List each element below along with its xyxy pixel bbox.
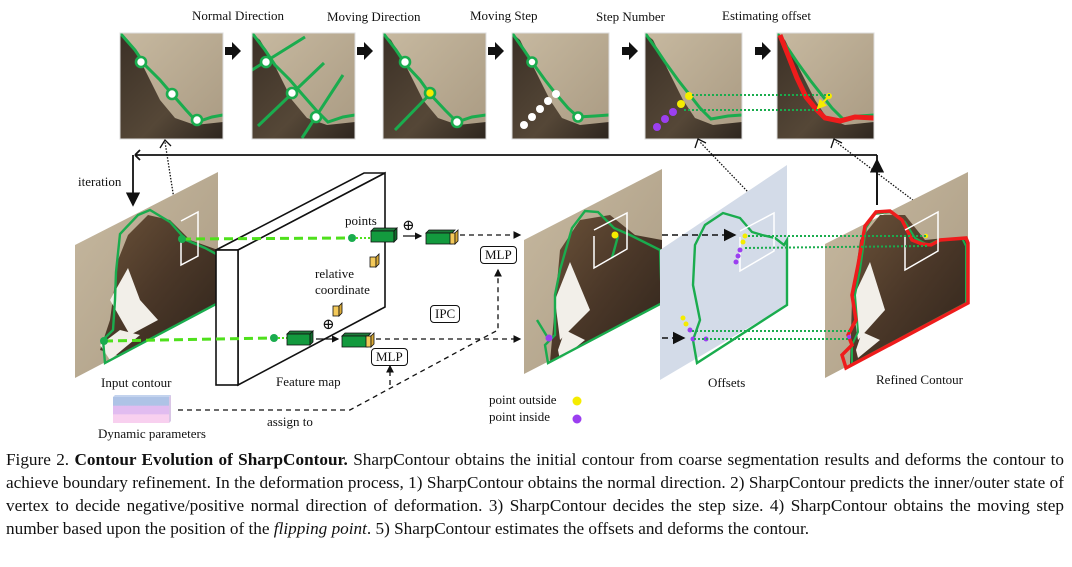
caption-italic-term: flipping point: [273, 519, 367, 538]
arrow-right-icon: [488, 42, 504, 60]
relative-coordinate-label-line1: relative: [315, 266, 354, 281]
step-label-moving-step: Moving Step: [470, 8, 538, 23]
sampling-lines: [103, 236, 351, 343]
step-panel-estimating-offset: [777, 33, 874, 139]
legend-label-outside: point outside: [489, 392, 557, 407]
ipc-box: IPC: [430, 305, 461, 323]
arrow-right-icon: [225, 42, 241, 60]
figure-diagram: Normal Direction Moving Direction Moving…: [75, 8, 970, 441]
step-panel-normal-direction: [120, 33, 223, 139]
concat-arrows: [316, 232, 423, 343]
assign-to-label: assign to: [267, 414, 313, 429]
arrow-right-icon: [357, 42, 373, 60]
caption-text-2: . 5) SharpContour estimates the offsets …: [366, 519, 810, 538]
figure-caption: Figure 2. Contour Evolution of SharpCont…: [6, 448, 1064, 540]
feature-map-label: Feature map: [276, 374, 341, 389]
input-contour-label: Input contour: [101, 375, 172, 390]
step-label-normal-direction: Normal Direction: [192, 8, 285, 23]
mlp-box-bottom: MLP: [371, 348, 408, 366]
concat-block-bottom: [341, 332, 375, 348]
concat-plus-icon: ⊕: [402, 218, 415, 234]
dynamic-parameters-block: [113, 395, 171, 423]
concat-block-top: [425, 229, 459, 245]
legend-dot-outside: [572, 396, 582, 406]
arrow-right-icon: [755, 42, 771, 60]
caption-text-1: SharpContour obtains the initial contour…: [6, 450, 1065, 538]
feature-block-top: [370, 227, 398, 243]
sample-point: [100, 337, 108, 345]
step-arrows: [225, 42, 771, 60]
sample-point: [178, 235, 186, 243]
step-label-moving-direction: Moving Direction: [327, 9, 421, 24]
relative-coordinate-block: [332, 253, 380, 317]
callout-arrowhead-icon: [694, 138, 707, 149]
concat-plus-icon: ⊕: [322, 317, 335, 333]
input-contour-image: [75, 172, 220, 378]
caption-figure-number: Figure 2.: [6, 450, 70, 469]
callout-arrowhead-icon: [159, 138, 172, 149]
offsets-label: Offsets: [708, 375, 746, 390]
step-label-estimating-offset: Estimating offset: [722, 8, 811, 23]
dashed-flows: [178, 231, 522, 411]
iteration-loop: [125, 149, 885, 207]
mlp-box-top: MLP: [480, 246, 517, 264]
panel-borders: [119, 32, 875, 140]
legend-label-inside: point inside: [489, 409, 551, 424]
legend-dot-inside: [572, 414, 582, 424]
relative-coordinate-label-line2: coordinate: [315, 282, 370, 297]
step-panel-moving-step: [512, 33, 609, 139]
offset-to-refined-links: [692, 235, 929, 340]
step-number-offset-links: [684, 94, 830, 111]
step-panel-moving-direction: [252, 33, 355, 139]
callout-lines: [164, 141, 931, 216]
points-label: points: [345, 213, 377, 228]
step-panel-step-number: [645, 33, 742, 139]
sample-point: [270, 334, 278, 342]
step-panel-moving-step-direction: [383, 33, 486, 139]
feature-map-slab: [215, 171, 386, 387]
feature-block-bottom: [286, 330, 314, 346]
step-label-step-number: Step Number: [596, 9, 665, 24]
iteration-label: iteration: [78, 174, 122, 189]
callout-arrowhead-icon: [830, 138, 843, 149]
refined-contour-label: Refined Contour: [876, 372, 964, 387]
dynamic-parameters-label: Dynamic parameters: [98, 426, 206, 441]
sample-point: [348, 234, 356, 242]
deformation-image: [524, 169, 664, 374]
diagram-canvas: [75, 32, 970, 424]
arrow-right-icon: [622, 42, 638, 60]
caption-title: Contour Evolution of SharpContour.: [74, 450, 348, 469]
offsets-plane: [660, 165, 789, 380]
refined-contour-image: [825, 172, 970, 378]
